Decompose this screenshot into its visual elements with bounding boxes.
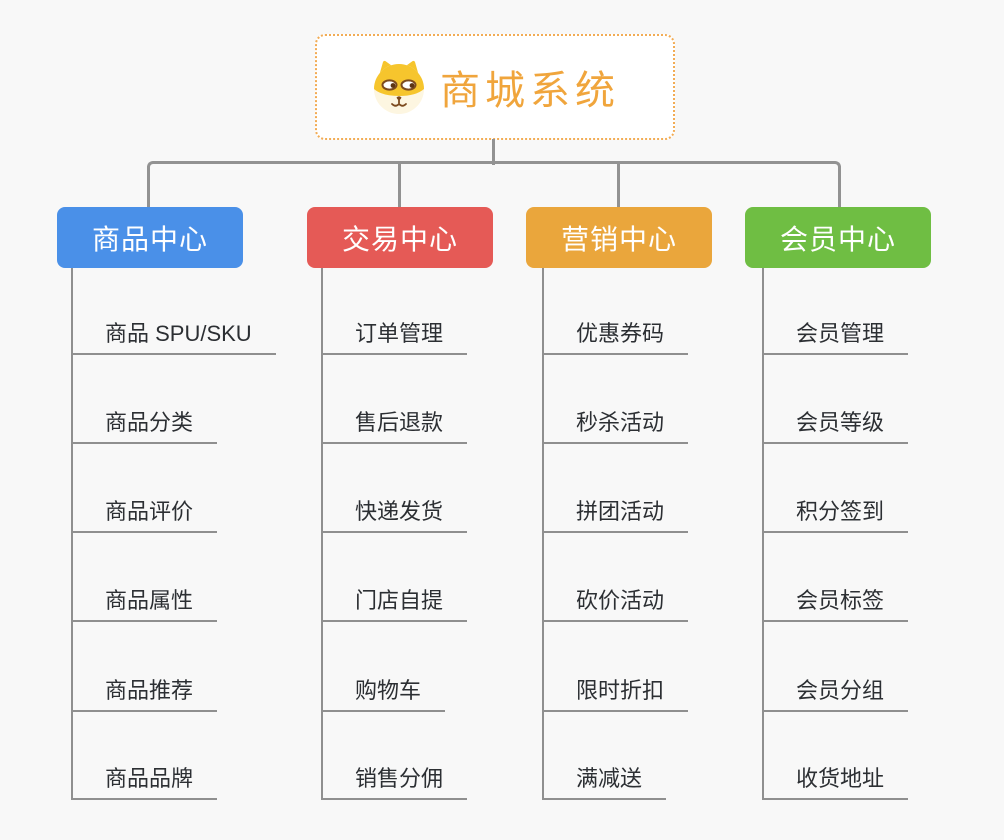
leaf-node[interactable]: 秒杀活动 [542, 408, 689, 444]
branch-node-member-center[interactable]: 会员中心 [745, 207, 931, 268]
branch-spine [542, 268, 544, 800]
branch-label: 交易中心 [341, 223, 458, 255]
leaf-node[interactable]: 拼团活动 [542, 497, 689, 533]
leaf-node[interactable]: 商品属性 [71, 586, 218, 622]
leaf-node[interactable]: 会员等级 [762, 408, 909, 444]
leaf-node[interactable]: 满减送 [542, 764, 667, 800]
leaf-node[interactable]: 销售分佣 [321, 764, 468, 800]
connector-root-drop [492, 139, 495, 165]
shiba-dog-icon [374, 60, 424, 114]
leaf-node[interactable]: 商品推荐 [71, 676, 218, 712]
leaf-node[interactable]: 商品评价 [71, 497, 218, 533]
leaf-node[interactable]: 会员管理 [762, 319, 909, 355]
branch-node-product-center[interactable]: 商品中心 [57, 207, 243, 268]
leaf-node[interactable]: 商品分类 [71, 408, 218, 444]
branch-spine [71, 268, 73, 800]
leaf-node[interactable]: 积分签到 [762, 497, 909, 533]
leaf-node[interactable]: 售后退款 [321, 408, 468, 444]
branch-spine [321, 268, 323, 800]
leaf-node[interactable]: 商品 SPU/SKU [71, 319, 276, 355]
leaf-node[interactable]: 门店自提 [321, 586, 468, 622]
connector-right-corner [494, 161, 841, 208]
leaf-node[interactable]: 会员标签 [762, 586, 909, 622]
root-node[interactable]: 商城系统 [315, 34, 675, 140]
branch-spine [762, 268, 764, 800]
leaf-node[interactable]: 限时折扣 [542, 676, 689, 712]
branch-label: 商品中心 [91, 223, 208, 255]
connector-drop-trade [398, 161, 401, 208]
leaf-node[interactable]: 订单管理 [321, 319, 468, 355]
leaf-node[interactable]: 购物车 [321, 676, 446, 712]
branch-label: 会员中心 [779, 223, 896, 255]
branch-node-trade-center[interactable]: 交易中心 [307, 207, 493, 268]
leaf-node[interactable]: 优惠券码 [542, 319, 689, 355]
leaf-node[interactable]: 收货地址 [762, 764, 909, 800]
connector-drop-marketing [617, 161, 620, 208]
branch-node-marketing-center[interactable]: 营销中心 [526, 207, 712, 268]
leaf-node[interactable]: 会员分组 [762, 676, 909, 712]
connector-left-corner [147, 161, 494, 208]
leaf-node[interactable]: 商品品牌 [71, 764, 218, 800]
leaf-node[interactable]: 快递发货 [321, 497, 468, 533]
root-title: 商城系统 [440, 69, 620, 113]
branch-label: 营销中心 [560, 223, 677, 255]
leaf-node[interactable]: 砍价活动 [542, 586, 689, 622]
